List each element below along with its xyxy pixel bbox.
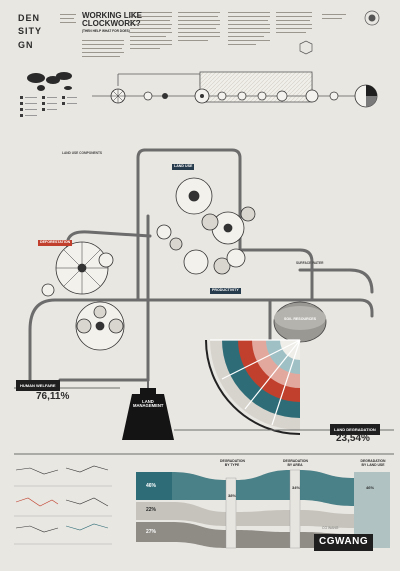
column-1-value: 38% [228,493,237,498]
land-use-badge: LAND USE [172,164,195,170]
deforestation-badge: DEFORESTATION [38,240,73,246]
map-legend [20,96,77,117]
land-management-label: LAND MANAGEMENT [133,399,164,409]
body-copy-lines [60,12,346,57]
soil-resources-label: SOIL RESOURCES [284,317,317,321]
watermark-logo: CGWANG [314,534,374,551]
timeline-wheels [110,84,378,108]
poster-subtitle: (THEN HELP WHAT FOR DOES) [82,29,130,33]
logo-line-3: GN [18,39,34,50]
globe-icon [364,10,380,26]
sankey-value-b: 22% [146,507,157,513]
human-welfare-box: HUMAN WELFARE [16,380,60,391]
sankey-value-c: 27% [146,529,157,535]
degradation-by-land-use-label: DEGRADATION BY LAND USE [360,459,386,467]
degradation-by-type-label: DEGRADATION BY TYPE [220,459,245,467]
poster-title: WORKING LIKE CLOCKWORK? [82,11,142,29]
column-3-value: 46% [366,485,375,490]
surface-water-label: SURFACE WATER [296,261,324,265]
productivity-badge: PRODUCTIVITY [210,288,241,294]
human-welfare-value: 76,11% [36,391,70,402]
fan-chart [205,339,301,435]
world-map [27,72,72,91]
studio-logo: DEN SITY GN [18,13,48,54]
gear-cluster [156,177,256,275]
column-2-value: 34% [292,485,301,490]
globe-icon-core [368,14,376,22]
logo-line-2: SITY [18,26,43,37]
land-management-weight [122,380,174,440]
land-use-components-label: LAND USE COMPONENTS [62,151,103,155]
watermark-subtext: CG WANG [322,526,339,530]
land-degradation-value: 23,54% [336,433,370,444]
degradation-by-area-label: DEGRADATION BY AREA [283,459,308,467]
left-wheels [41,241,125,351]
soil-cylinder [273,301,327,343]
sankey-value-a: 46% [146,483,157,489]
cube-icon [299,40,313,55]
mini-charts [14,465,112,545]
land-degradation-box: LAND DEGRADATION [330,424,380,435]
logo-line-1: DEN [18,13,41,23]
